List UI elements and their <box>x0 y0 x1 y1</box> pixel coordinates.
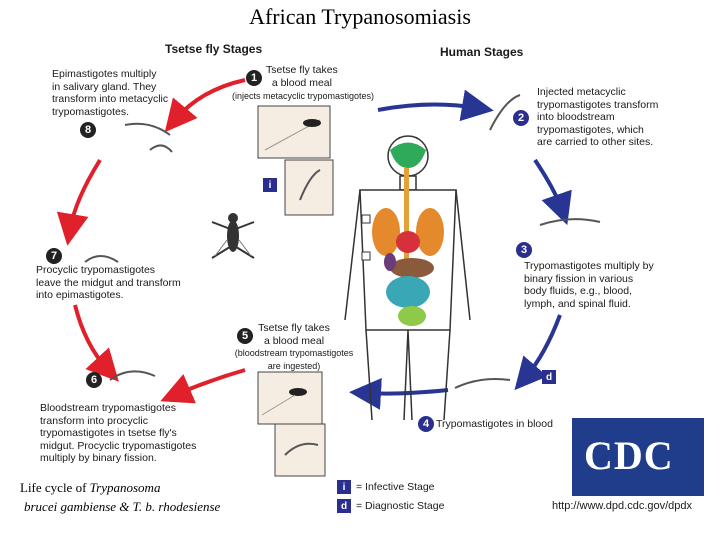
legend-infective-marker: i <box>337 480 351 494</box>
step-1-marker: 1 <box>246 70 262 86</box>
trypanosome-inset-bottom <box>274 423 326 477</box>
page-title: African Trypanosomiasis <box>249 4 471 29</box>
infective-marker-top: i <box>263 178 277 192</box>
legend-diagnostic-marker: d <box>337 499 351 513</box>
procyclic-parasite <box>109 370 156 381</box>
epimastigote-parasite <box>84 255 119 263</box>
blood-parasite <box>454 378 511 389</box>
step-8-marker: 8 <box>80 122 96 138</box>
legend-infective-label: = Infective Stage <box>356 481 435 493</box>
tsetse-stages-header: Tsetse fly Stages <box>165 42 263 56</box>
human-figure-illustration <box>344 135 471 421</box>
human-stages-header: Human Stages <box>440 45 524 59</box>
arrow-4-to-5 <box>349 377 449 410</box>
step-3-marker: 3 <box>516 242 532 258</box>
arrow-6-to-7 <box>73 304 119 382</box>
cdc-logo: CDC <box>572 418 704 496</box>
legend-diagnostic-label: = Diagnostic Stage <box>356 500 445 512</box>
arrow-1-to-2 <box>377 89 494 122</box>
cdc-logo-text: CDC <box>584 433 674 478</box>
step-2-marker: 2 <box>513 110 529 126</box>
step-5-marker: 5 <box>237 328 253 344</box>
diagnostic-marker: d <box>542 370 556 384</box>
arrow-5-to-6 <box>160 368 246 404</box>
step-6-marker: 6 <box>86 372 102 388</box>
source-url[interactable]: http://www.dpd.cdc.gov/dpdx <box>552 500 693 512</box>
arrow-8-to-1 <box>164 78 246 133</box>
arrow-2-to-3 <box>533 158 572 226</box>
dividing-parasite <box>539 218 601 226</box>
cdc-tagline: SAFER · HEALTHIER · PEOPLE™ <box>574 490 699 497</box>
bloodstream-parasite <box>489 94 521 131</box>
arrow-7-to-8 <box>56 158 102 246</box>
step-4-text: Trypomastigotes in blood <box>436 418 553 430</box>
step-1-subtext: (injects metacyclic trypomastigotes) <box>232 91 375 101</box>
figure-caption: Life cycle of Trypanosoma brucei gambien… <box>20 480 221 514</box>
step-4-marker: 4 <box>418 416 434 432</box>
arrow-3-to-4 <box>514 314 562 391</box>
step-7-marker: 7 <box>46 248 62 264</box>
metacyclic-parasite <box>124 122 171 136</box>
tsetse-fly-illustration <box>211 213 255 259</box>
fly-bite-inset-top <box>257 105 331 159</box>
trypanosome-inset-top <box>284 159 334 216</box>
